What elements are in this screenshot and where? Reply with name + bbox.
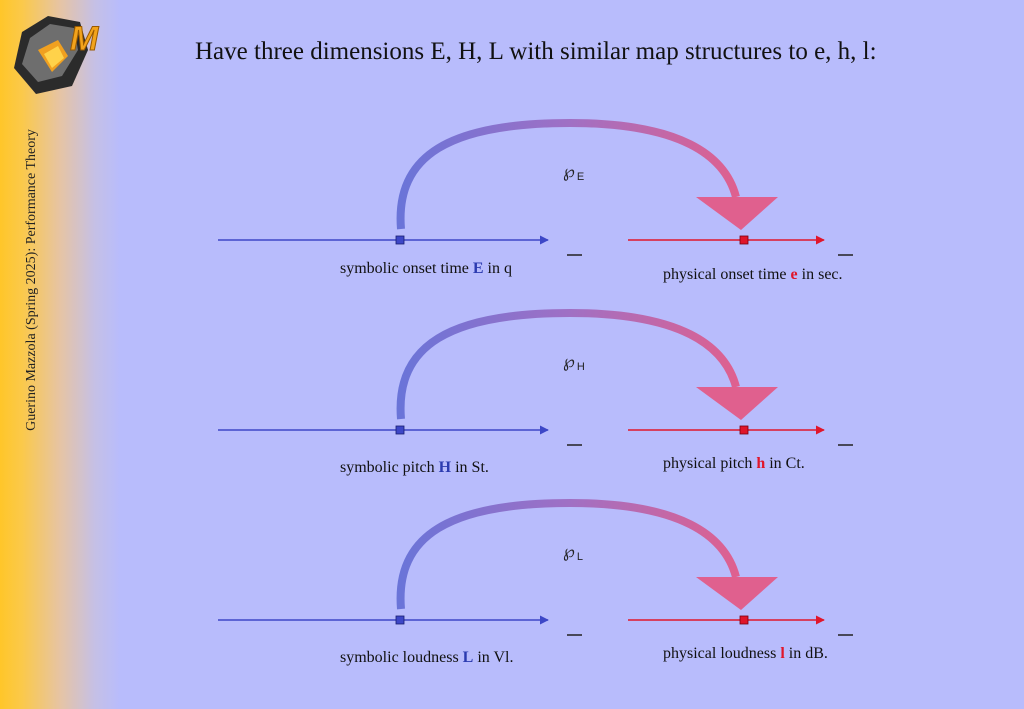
map-subscript: E xyxy=(576,171,585,183)
mazzola-logo-icon: M xyxy=(14,16,100,94)
map-arrowhead xyxy=(696,197,778,230)
sidebar-gradient: M Guerino Mazzola (Spring 2025): Perform… xyxy=(0,0,120,709)
map-symbol: ℘L xyxy=(563,542,583,563)
physical-variable: e xyxy=(790,266,798,283)
map-subscript: H xyxy=(576,361,585,373)
map-arrowhead xyxy=(696,387,778,420)
map-arc xyxy=(396,308,740,420)
physical-variable: l xyxy=(780,645,785,662)
physical-label: physical onset time e in sec. xyxy=(663,266,843,283)
map-symbol: ℘H xyxy=(563,352,585,373)
symbolic-point xyxy=(395,615,405,625)
symbolic-label: symbolic loudness L in Vl. xyxy=(340,649,514,666)
physical-point xyxy=(739,615,749,625)
physical-point xyxy=(739,235,749,245)
physical-point xyxy=(739,425,749,435)
symbolic-variable: H xyxy=(438,459,452,476)
symbolic-label: symbolic pitch H in St. xyxy=(340,459,489,476)
map-subscript: L xyxy=(576,551,583,563)
map-arc xyxy=(396,498,740,610)
svg-text:M: M xyxy=(70,20,99,58)
map-arc xyxy=(396,118,740,230)
symbolic-variable: E xyxy=(472,260,484,277)
symbolic-variable: L xyxy=(462,649,474,666)
map-arrowhead xyxy=(696,577,778,610)
symbolic-point xyxy=(395,235,405,245)
physical-label: physical pitch h in Ct. xyxy=(663,455,805,472)
symbolic-label: symbolic onset time E in q xyxy=(340,260,512,277)
map-symbol: ℘E xyxy=(563,162,585,183)
physical-label: physical loudness l in dB. xyxy=(663,645,828,662)
physical-variable: h xyxy=(756,455,766,472)
symbolic-point xyxy=(395,425,405,435)
slide-title: Have three dimensions E, H, L with simil… xyxy=(195,38,877,65)
